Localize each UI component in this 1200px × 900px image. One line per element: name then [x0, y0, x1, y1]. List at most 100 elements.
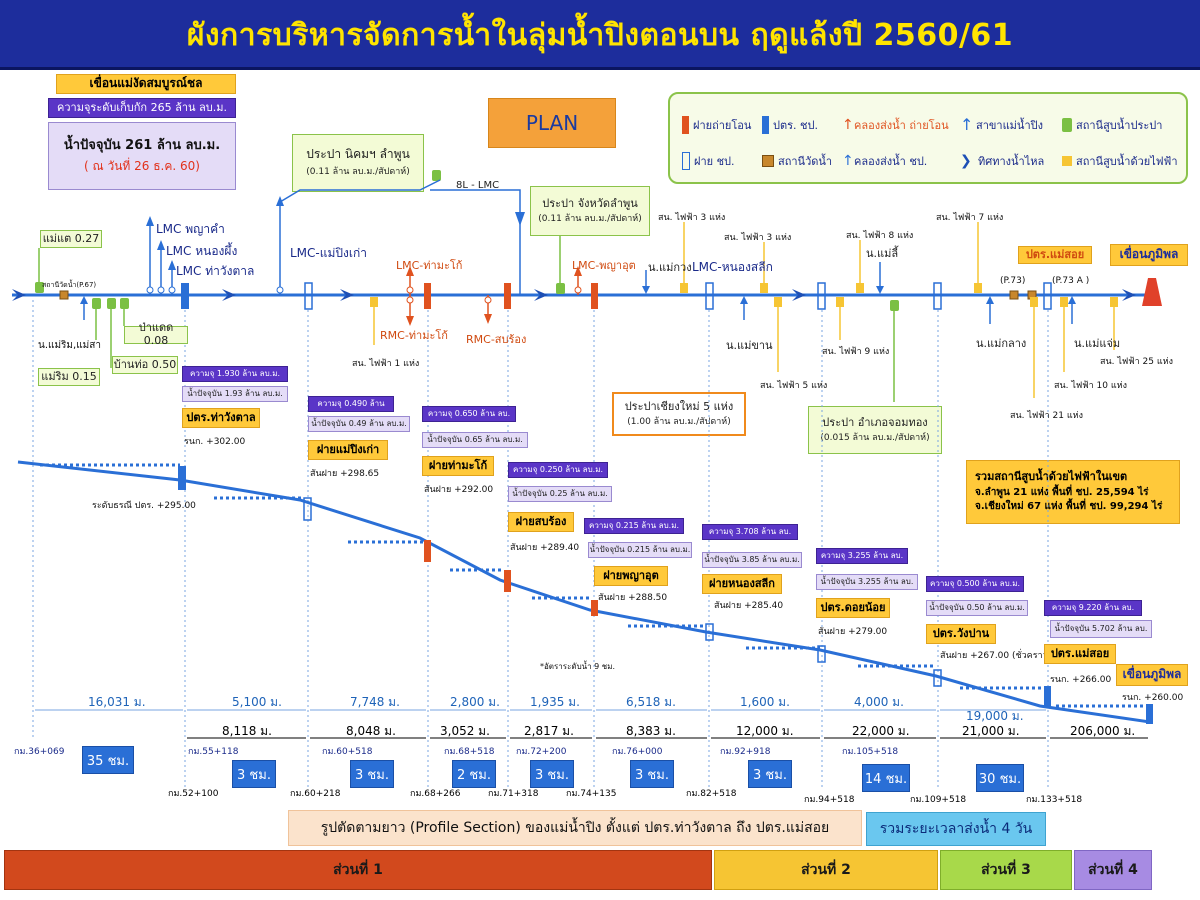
profile-gate-doinoi	[817, 645, 826, 663]
transfer-heads	[406, 266, 582, 326]
flow-chevrons	[12, 289, 1136, 301]
lmc-maeping-kao-label: LMC-แม่ปิงเก่า	[290, 246, 367, 260]
flow-chevron-icon	[534, 289, 548, 301]
green-pump-icon	[556, 283, 565, 294]
km-top-4: กม.68+518	[444, 747, 495, 757]
legend-label: คลองส่งน้ำ ถ่ายโอน	[854, 119, 949, 132]
flow-chevron-icon	[12, 289, 26, 301]
dam-current: น้ำปัจจุบัน 261 ล้าน ลบ.ม.	[63, 137, 221, 153]
distance-bottom-3: 3,052 ม.	[440, 724, 490, 738]
gate-maesoi-icon	[1043, 282, 1052, 310]
canal-intake-icon	[168, 286, 176, 294]
dam-date: ( ณ วันที่ 26 ธ.ค. 60)	[84, 158, 200, 173]
title-bar	[0, 0, 1200, 70]
legend-item-rid-weir: ฝาย ชป.	[682, 152, 735, 170]
tributary-arrow-icon	[642, 286, 650, 294]
structure-3-capacity: ความจุ 0.650 ล้าน ลบ.	[422, 406, 516, 422]
yellow-pump-icon	[760, 283, 768, 293]
legend-label: สถานีสูบน้ำประปา	[1076, 119, 1163, 132]
pump-label-10: สน. ไฟฟ้า 10 แห่ง	[1054, 381, 1127, 391]
gate-wangpan-icon	[933, 282, 942, 310]
structure-5-name: ฝายพญาอุต	[594, 566, 668, 586]
distance-top-9: 19,000 ม.	[966, 709, 1024, 723]
gate-doinoi-icon	[817, 282, 826, 310]
structure-1-capacity: ความจุ 1.930 ล้าน ลบ.ม.	[182, 366, 288, 382]
structure-7-current: น้ำปัจจุบัน 3.255 ล้าน ลบ.	[816, 574, 918, 590]
weir-maeping-kao-icon	[304, 282, 313, 310]
profile-weir-nongsalik	[705, 623, 714, 641]
structure-5-level: สันฝาย +288.50	[598, 593, 668, 603]
hours-4: 2 ชม.	[452, 760, 496, 788]
dam-current-box: น้ำปัจจุบัน 261 ล้าน ลบ.ม. ( ณ วันที่ 26…	[48, 122, 236, 190]
structure-8-capacity: ความจุ 0.500 ล้าน ลบ.ม.	[926, 576, 1024, 592]
legend	[668, 92, 1188, 184]
legend-item-transfer-weir: ฝายถ่ายโอน	[682, 116, 751, 134]
profile-caption: รูปตัดตามยาว (Profile Section) ของแม่น้ำ…	[288, 810, 862, 846]
yellow-pump-icon	[1110, 297, 1118, 307]
canal-arrow-icon	[406, 266, 414, 276]
distance-bottom-5: 8,383 ม.	[626, 724, 676, 738]
structure-7-name: ปตร.ดอยน้อย	[816, 598, 890, 618]
gauge-station-icon	[762, 155, 774, 167]
yellow-pump-icon	[1062, 156, 1072, 166]
structure-5-current: น้ำปัจจุบัน 0.215 ล้าน ลบ.ม.	[588, 542, 692, 558]
n-maeli-label: น.แม่ลี้	[866, 247, 899, 260]
profile-gate-wangpan	[933, 669, 942, 687]
hours-6: 3 ชม.	[630, 760, 674, 788]
lmc-phaya-label: LMC พญาคำ	[156, 222, 225, 236]
structure-1-level: รนก. +302.00	[184, 437, 246, 447]
gate-thawangtan-icon	[181, 283, 189, 309]
plan-label: PLAN	[488, 98, 616, 148]
tributary-arrow-icon	[876, 286, 884, 294]
prapa-omkoi-box: ประปา อำเภอจอมทอง (0.015 ล้าน ลบ.ม./สัปด…	[808, 406, 942, 454]
hours-5: 3 ชม.	[530, 760, 574, 788]
hours-8: 14 ชม.	[862, 764, 910, 792]
flow-chevron-icon	[792, 289, 806, 301]
profile-weir-phayaut	[591, 600, 598, 616]
legend-label: ปตร. ชป.	[773, 119, 818, 132]
structure-2-name: ฝายแม่ปิงเก่า	[308, 440, 388, 460]
structure-8-current: น้ำปัจจุบัน 0.50 ล้าน ลบ.ม.	[926, 600, 1028, 616]
canal-arrow-icon	[515, 212, 525, 226]
km-bottom-7: กม.94+518	[804, 795, 855, 805]
legend-item-flow-direction: ❯ทิศทางน้ำไหล	[960, 152, 1044, 170]
km-top-7: กม.92+918	[720, 747, 771, 757]
legend-label: ฝายถ่ายโอน	[693, 119, 752, 132]
canal-heads	[146, 196, 525, 294]
flow-chevron-icon	[1122, 289, 1136, 301]
orange-canal-icon: ↑	[842, 117, 854, 133]
structure-2-current: น้ำปัจจุบัน 0.49 ล้าน ลบ.ม.	[308, 416, 410, 432]
km-top-8: กม.105+518	[842, 747, 899, 757]
distance-top-3: 7,748 ม.	[350, 695, 400, 709]
lmc-phayaut-label: LMC-พญาอุต	[572, 259, 636, 272]
bl-lmc-label: 8L - LMC	[456, 180, 500, 191]
weir-nongsalik-icon	[705, 282, 714, 310]
structure-2-level: สันฝาย +298.65	[310, 469, 380, 479]
structure-5-capacity: ความจุ 0.215 ล้าน ลบ.ม.	[584, 518, 684, 534]
section-4: ส่วนที่ 4	[1074, 850, 1152, 890]
lmc-nongphueng-label: LMC หนองผึ้ง	[166, 244, 238, 258]
canal-intake-icon	[146, 286, 154, 294]
distance-top-5: 1,935 ม.	[530, 695, 580, 709]
flow-chevron-icon	[340, 289, 354, 301]
km-bottom-8: กม.109+518	[910, 795, 967, 805]
canal-arrow-icon	[406, 316, 414, 326]
structure-4-name: ฝายสบร้อง	[508, 512, 574, 532]
green-pump-icon	[432, 170, 441, 181]
structure-4-capacity: ความจุ 0.250 ล้าน ลบ.ม.	[508, 462, 608, 478]
prapa-lamphun-box: ประปา จังหวัดลำพูน (0.11 ล้าน ลบ.ม./สัปด…	[530, 186, 650, 236]
transfer-note: *อัตราระดับน้ำ 9 ชม.	[540, 662, 616, 671]
n-maekuang-label: น.แม่กวง	[648, 261, 692, 274]
pump-label-3a: สน. ไฟฟ้า 3 แห่ง	[658, 213, 726, 223]
structure-4-current: น้ำปัจจุบัน 0.25 ล้าน ลบ.ม.	[508, 486, 612, 502]
structure-9-current: น้ำปัจจุบัน 5.702 ล้าน ลบ.	[1050, 620, 1152, 638]
structure-6-name: ฝายหนองสลีก	[702, 574, 782, 594]
total-time-label: รวมระยะเวลาส่งน้ำ 4 วัน	[866, 812, 1046, 846]
green-pump-icon	[92, 298, 101, 309]
pump-label-21: สน. ไฟฟ้า 21 แห่ง	[1010, 411, 1083, 421]
prapa-omkoi-rate: (0.015 ล้าน ลบ.ม./สัปดาห์)	[820, 433, 930, 444]
structure-6-level: สันฝาย +285.40	[714, 601, 784, 611]
prapa-chiangmai-box: ประปาเชียงใหม่ 5 แห่ง (1.00 ล้าน ลบ.ม./ส…	[612, 392, 746, 436]
canal-arrow-icon	[484, 314, 492, 324]
